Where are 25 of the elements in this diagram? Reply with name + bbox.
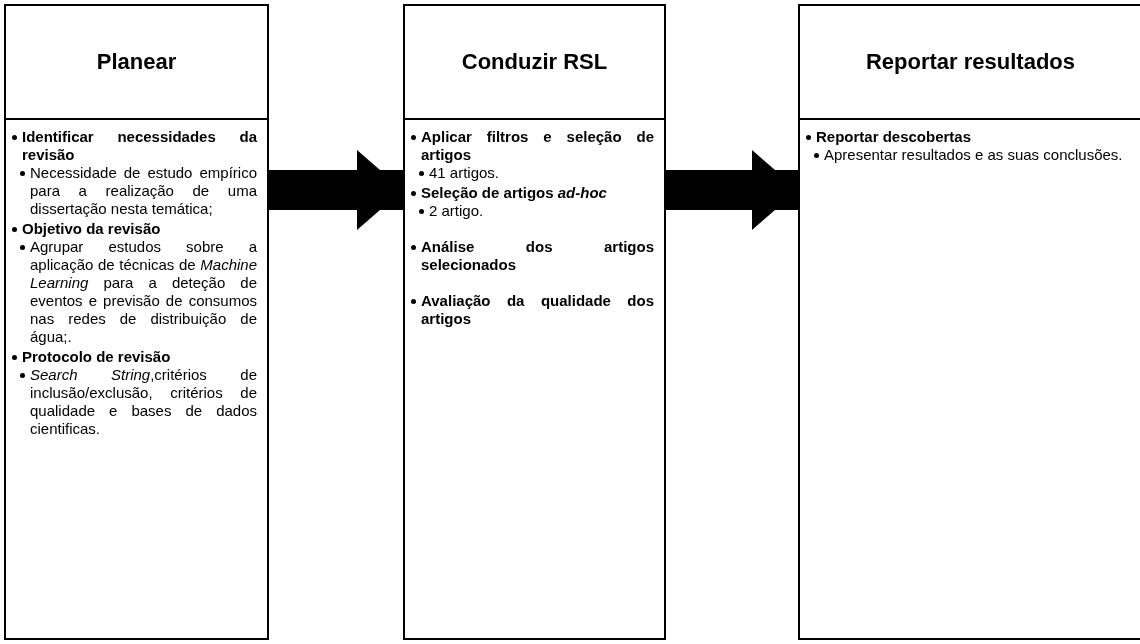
stage-header-box — [798, 4, 1140, 120]
stage-content-box — [798, 118, 1140, 640]
bullet-text: 2 artigo. — [429, 202, 485, 220]
bullet-text: 41 artigos. — [429, 164, 501, 182]
stage-header-box — [4, 4, 269, 120]
bullet-heading: Identificar necessidades da revisão — [22, 128, 257, 164]
bullet-heading: Reportar descobertas — [816, 128, 973, 146]
bullet-heading: Protocolo de revisão — [22, 348, 172, 366]
stage-title: Reportar resultados — [865, 49, 1076, 75]
bullet-text: Search String,critérios de inclusão/exclusão, critérios de qualidade e bases de dados cientificas. — [30, 366, 257, 438]
stage-header-box — [403, 4, 666, 120]
bullet-text: Apresentar resultados e as suas conclusões. — [824, 146, 1124, 164]
bullet-text: Necessidade de estudo empírico para a realização de uma dissertação nesta temática; — [30, 164, 257, 218]
bullet-heading: Avaliação da qualidade dos artigos — [421, 292, 654, 328]
stage-title: Planear — [96, 49, 177, 75]
bullet-heading: Aplicar filtros e seleção de artigos — [421, 128, 654, 164]
stage-content-box — [403, 118, 666, 640]
bullet-heading: Análise dos artigos selecionados — [421, 238, 654, 274]
bullet-heading: Objetivo da revisão — [22, 220, 162, 238]
stage-title: Conduzir RSL — [461, 49, 608, 75]
bullet-heading: Seleção de artigos ad-hoc — [421, 184, 608, 202]
block-arrow — [269, 150, 403, 230]
block-arrow — [666, 150, 798, 230]
stage-content-box — [4, 118, 269, 640]
bullet-text: Agrupar estudos sobre a aplicação de técnicas de Machine Learning para a deteção de eventos e previsão de consumos nas redes de distribuição de água;. — [30, 238, 257, 346]
